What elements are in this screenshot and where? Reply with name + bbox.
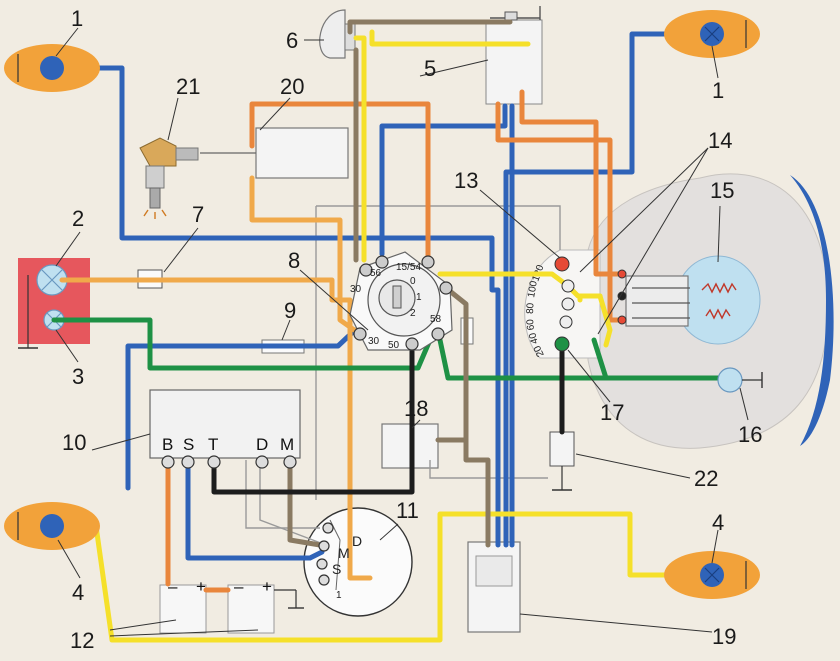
- label-2: 2: [72, 206, 84, 231]
- label-16: 16: [738, 422, 762, 447]
- parking-lamp: [717, 367, 743, 393]
- oil-pressure-switch: [549, 431, 575, 491]
- battery1-minus: –: [168, 577, 178, 596]
- switch-terminal-1554: 15/54: [396, 262, 421, 273]
- label-14: 14: [708, 128, 732, 153]
- wire-black-T: [211, 342, 415, 495]
- label-12: 12: [70, 628, 94, 653]
- switch-terminal-30-bottom: 30: [368, 336, 380, 347]
- battery1-plus: +: [196, 577, 206, 596]
- label-13: 13: [454, 168, 478, 193]
- wire-blue-fuse: [125, 327, 358, 491]
- regulator-terminal-S: S: [183, 435, 194, 454]
- label-3: 3: [72, 364, 84, 389]
- leader-lines: [55, 27, 749, 637]
- label-4-rear-left: 4: [72, 580, 84, 605]
- rear-lamp-panel: [18, 258, 90, 349]
- label-19: 19: [712, 624, 736, 649]
- wire-blue-56: [379, 103, 508, 257]
- generator-terminal-M: M: [338, 545, 350, 561]
- horn: [319, 9, 356, 59]
- regulator-terminal-T: T: [208, 435, 218, 454]
- wire-yellow-horn: [353, 35, 367, 263]
- switch-terminal-30-top: 30: [350, 284, 362, 295]
- wire-orange-headlight-2: [495, 101, 625, 323]
- label-17: 17: [600, 400, 624, 425]
- switch-dial-2: 2: [410, 308, 416, 319]
- indicator-lamp-red: [554, 256, 570, 272]
- spark-plug: [139, 137, 199, 219]
- batteries: – + – +: [159, 577, 304, 634]
- battery2-plus: +: [262, 577, 272, 596]
- speedo-tick-60: 60: [525, 318, 537, 330]
- wire-yellow-indicators: [49, 511, 715, 643]
- wire-brown-horn: [347, 19, 513, 35]
- label-15: 15: [710, 178, 734, 203]
- wire-green-parking: [437, 337, 723, 381]
- generator-terminal-D: D: [352, 533, 362, 549]
- label-18: 18: [404, 396, 428, 421]
- wire-brown-rear: [463, 437, 491, 548]
- indicator-front-right: [664, 10, 760, 58]
- label-21: 21: [176, 74, 200, 99]
- label-6: 6: [286, 28, 298, 53]
- label-4-rear-right: 4: [712, 510, 724, 535]
- generator-terminal-screws: [316, 522, 334, 586]
- label-9: 9: [284, 298, 296, 323]
- battery2-minus: –: [234, 577, 244, 596]
- generator-terminal-S: S: [332, 561, 341, 577]
- label-7: 7: [192, 202, 204, 227]
- voltage-regulator: [149, 389, 301, 459]
- switch-terminal-56: 56: [370, 268, 382, 279]
- switch-terminal-58: 58: [430, 314, 442, 325]
- generator-terminal-1: 1: [336, 590, 342, 601]
- switch-terminal-screws: [353, 255, 453, 351]
- switch-terminal-50: 50: [388, 340, 400, 351]
- headlight-housing: [587, 173, 834, 449]
- wire-blue-left-indicator: [49, 65, 501, 548]
- regulator-terminal-screws: [161, 455, 297, 469]
- speedo-tick-20: 20: [532, 343, 547, 358]
- wire-blue-right-indicator: [503, 31, 715, 548]
- ignition-switch: 0 1 2: [349, 251, 453, 351]
- label-11: 11: [396, 498, 419, 523]
- wire-orange-coil: [249, 101, 431, 261]
- regulator-terminal-B: B: [162, 435, 173, 454]
- ignition-coil: [255, 127, 349, 179]
- wire-brown-relay: [435, 285, 469, 443]
- speedo-tick-80: 80: [525, 302, 536, 314]
- wire-orange-headlight-1: [519, 89, 625, 277]
- wire-brown-M: [287, 459, 323, 548]
- wire-blue-S: [185, 459, 325, 561]
- switch-dial-0: 0: [410, 276, 416, 287]
- brake-switch: [485, 6, 543, 105]
- regulator-terminal-M: M: [280, 435, 294, 454]
- label-22: 22: [694, 466, 718, 491]
- indicator-rear-left: [4, 502, 100, 550]
- label-5: 5: [424, 56, 436, 81]
- indicator-lamp-green: [554, 336, 570, 352]
- label-8: 8: [288, 248, 300, 273]
- label-10: 10: [62, 430, 86, 455]
- indicator-front-left: [4, 44, 100, 92]
- switch-dial-1: 1: [416, 292, 422, 303]
- label-1-front-left: 1: [71, 6, 83, 31]
- label-1-front-right: 1: [712, 78, 724, 103]
- wire-green-tail: [51, 317, 433, 371]
- label-20: 20: [280, 74, 304, 99]
- speedo-tick-100: 100: [526, 280, 540, 299]
- rear-light-unit: [467, 541, 521, 633]
- regulator-terminal-D: D: [256, 435, 268, 454]
- indicator-rear-right: [664, 551, 760, 599]
- wire-lightorange-coil: [249, 175, 363, 337]
- speedo-tick-40: 40: [527, 331, 541, 345]
- wire-yellow-brake-switch: [369, 29, 531, 47]
